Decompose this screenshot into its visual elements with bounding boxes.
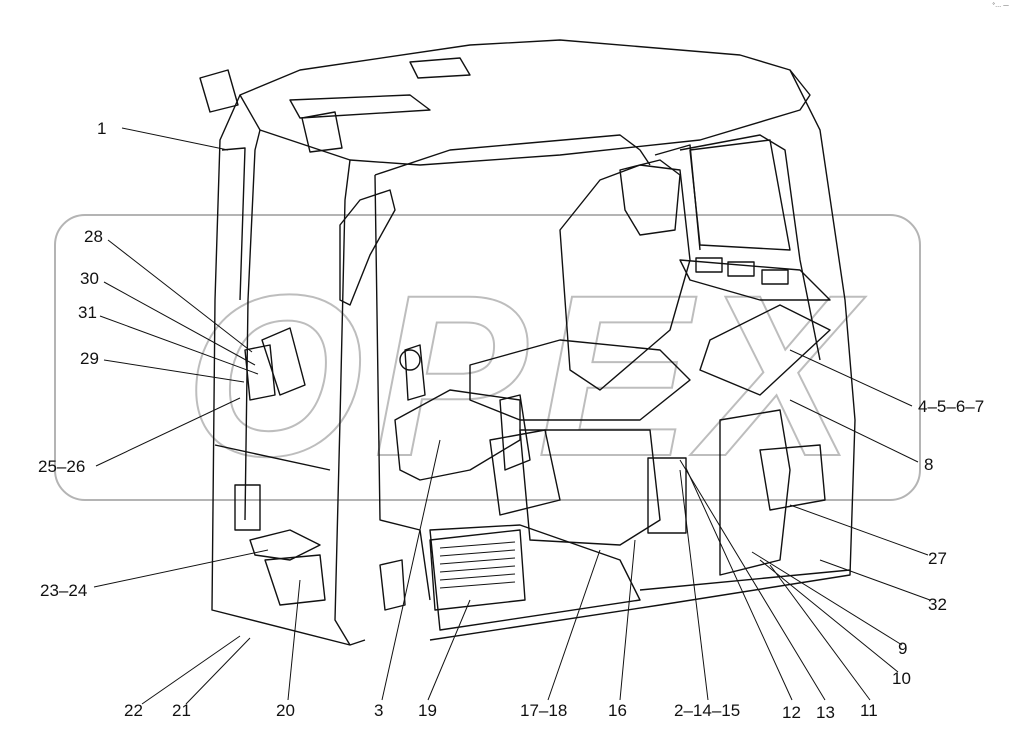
callout-9: 9: [898, 639, 907, 658]
callout-20: 20: [276, 701, 295, 720]
callout-28: 28: [84, 227, 103, 246]
callout-27: 27: [928, 549, 947, 568]
callout-29: 29: [80, 349, 99, 368]
svg-text:OPEX: OPEX: [185, 247, 866, 504]
callout-8: 8: [924, 455, 933, 474]
callout-11: 11: [860, 701, 878, 720]
callout-10: 10: [892, 669, 911, 688]
callout-22: 22: [124, 701, 143, 720]
callout-2-14-15: 2–14–15: [674, 701, 740, 720]
callout-4-5-6-7: 4–5–6–7: [918, 397, 984, 416]
callout-1: 1: [97, 119, 106, 138]
watermark: OPEX: [54, 214, 921, 505]
callout-13: 13: [816, 703, 835, 722]
callouts: 1 28 30 31 29 25–26 23–24 22 21 20 3 19 …: [38, 119, 984, 722]
cab-drawing: [199, 39, 856, 646]
callout-31: 31: [78, 303, 97, 322]
callout-16: 16: [608, 701, 627, 720]
corner-mark: °… —: [992, 2, 1009, 9]
callout-3: 3: [374, 701, 383, 720]
callout-30: 30: [80, 269, 99, 288]
callout-17-18: 17–18: [520, 701, 567, 720]
leader-lines: [93, 127, 931, 705]
callout-23-24: 23–24: [40, 581, 87, 600]
callout-19: 19: [418, 701, 437, 720]
callout-12: 12: [782, 703, 801, 722]
callout-32: 32: [928, 595, 947, 614]
callout-21: 21: [172, 701, 191, 720]
callout-25-26: 25–26: [38, 457, 85, 476]
